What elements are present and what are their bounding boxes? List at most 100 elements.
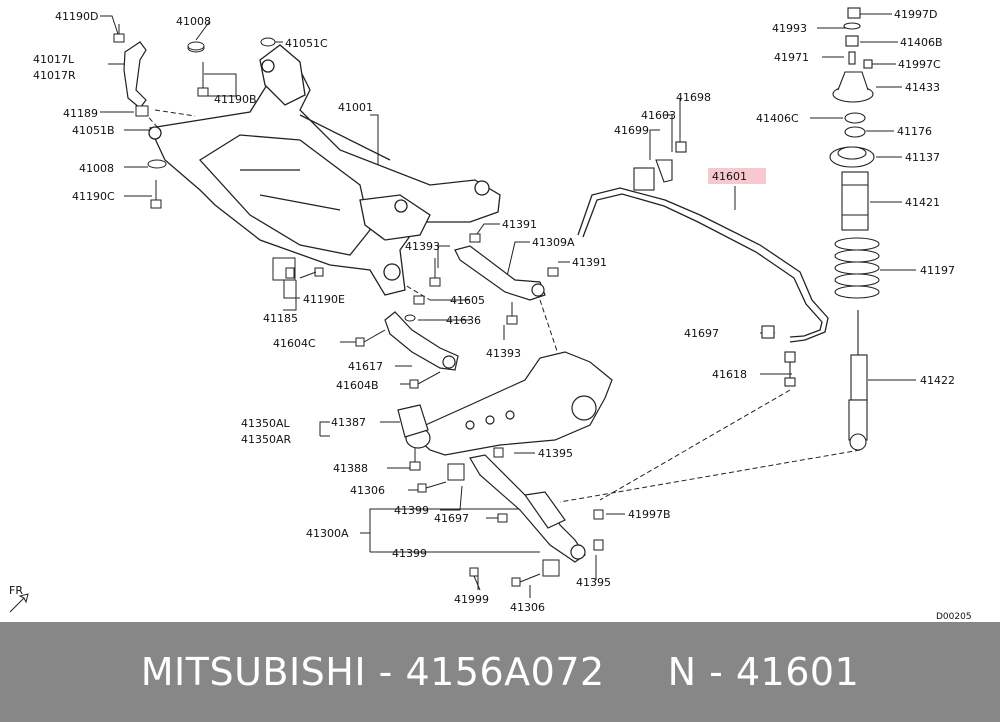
label-41306: 41306 [350, 484, 385, 497]
label-41051C: 41051C [285, 37, 328, 50]
washer-41636 [404, 314, 416, 322]
highlight-41601 [708, 168, 766, 184]
washer-41176 [844, 126, 866, 138]
bracket-41603 [655, 159, 673, 183]
leader-line [204, 73, 237, 97]
bolt-41306 [417, 481, 447, 493]
leader-line [360, 508, 540, 552]
spacer-41971 [848, 51, 856, 65]
bushing-41699 [633, 167, 655, 191]
bushing-41399b [542, 559, 560, 577]
bushing-41185 [272, 257, 296, 281]
stabilizer-bar-41601 [577, 187, 829, 343]
label-41603: 41603 [641, 109, 676, 122]
leader-line [283, 280, 297, 311]
nut-41189 [135, 105, 149, 117]
shock-41422 [848, 310, 868, 451]
leader-line [649, 129, 660, 160]
trailing-arm-41350 [405, 351, 613, 456]
washer-41008b [147, 159, 167, 169]
label-41391-b: 41391 [572, 256, 607, 269]
bolt-41190D [113, 24, 125, 43]
reference-line [559, 449, 861, 503]
label-41393: 41393 [405, 240, 440, 253]
leader-line [195, 20, 211, 41]
label-41395: 41395 [538, 447, 573, 460]
label-41190E: 41190E [303, 293, 345, 306]
label-41636: 41636 [446, 314, 481, 327]
bolt-41306b [511, 573, 541, 587]
label-41185: 41185 [263, 312, 298, 325]
label-41997D: 41997D [894, 8, 937, 21]
nut-41391b [547, 267, 559, 277]
label-41190B: 41190B [214, 93, 257, 106]
label-41399: 41399 [394, 504, 429, 517]
bolt-41698 [675, 141, 687, 153]
label-41393-b: 41393 [486, 347, 521, 360]
leader-line [370, 114, 379, 175]
label-41697-b: 41697 [684, 327, 719, 340]
bushing-41387 [397, 404, 429, 438]
label-41189: 41189 [63, 107, 98, 120]
mount-41433 [832, 71, 874, 103]
label-41618: 41618 [712, 368, 747, 381]
parts-diagram: 41190D 41008 41051C 41017L 41017R 41190B… [9, 7, 972, 622]
label-41697: 41697 [434, 512, 469, 525]
crossmember [148, 44, 501, 296]
bolt-41388 [409, 446, 421, 471]
label-41017R: 41017R [33, 69, 76, 82]
spring-41197 [834, 237, 880, 299]
bolt-41999 [469, 567, 481, 591]
nut-41395b [593, 539, 604, 551]
boot-41421 [841, 171, 869, 231]
diagram-code: D00205 [936, 612, 972, 622]
label-41604B: 41604B [336, 379, 379, 392]
label-41008: 41008 [176, 15, 211, 28]
leader-line [437, 245, 450, 268]
label-41008-b: 41008 [79, 162, 114, 175]
arm-41300A [469, 454, 586, 563]
reference-line [539, 299, 561, 361]
label-fr: FR [9, 584, 23, 597]
label-41197: 41197 [920, 264, 955, 277]
label-41391: 41391 [502, 218, 537, 231]
bushing-41697 [761, 325, 775, 339]
nut-41997D [847, 7, 861, 19]
reference-line [399, 281, 431, 301]
label-41001: 41001 [338, 101, 373, 114]
bushing-41406C [844, 112, 866, 124]
label-41601: 41601 [712, 170, 747, 183]
part-labels: 41190D 41008 41051C 41017L 41017R 41190B… [9, 8, 972, 622]
bolt-41190E [299, 267, 324, 279]
bolt-41604B [409, 371, 441, 389]
nut-41997B [593, 509, 604, 520]
reference-line [599, 389, 791, 501]
bushing-41399 [447, 463, 465, 481]
label-41617: 41617 [348, 360, 383, 373]
label-41388: 41388 [333, 462, 368, 475]
seat-41137 [829, 146, 875, 168]
label-41997C: 41997C [898, 58, 941, 71]
label-41604C: 41604C [273, 337, 316, 350]
nut-41391 [469, 233, 481, 243]
label-41387: 41387 [331, 416, 366, 429]
leader-line [504, 241, 530, 286]
bolt-41393b [506, 302, 518, 325]
nut-41997C [863, 59, 873, 69]
label-41406C: 41406C [756, 112, 799, 125]
footer-bar: MITSUBISHI - 4156A072 N - 41601 [0, 622, 1000, 722]
part-number-caption: MITSUBISHI - 4156A072 N - 41601 [140, 650, 860, 694]
label-41190C: 41190C [72, 190, 115, 203]
leader-line [664, 114, 673, 152]
label-41699: 41699 [614, 124, 649, 137]
label-41350AR: 41350AR [241, 433, 292, 446]
bushing-41406B [845, 35, 859, 47]
label-41017L: 41017L [33, 53, 75, 66]
label-41309A: 41309A [532, 236, 575, 249]
leader-line [100, 15, 119, 35]
bolt-41190C [150, 180, 162, 209]
label-41999: 41999 [454, 593, 489, 606]
label-41406B: 41406B [900, 36, 943, 49]
label-41395-b: 41395 [576, 576, 611, 589]
label-41698: 41698 [676, 91, 711, 104]
